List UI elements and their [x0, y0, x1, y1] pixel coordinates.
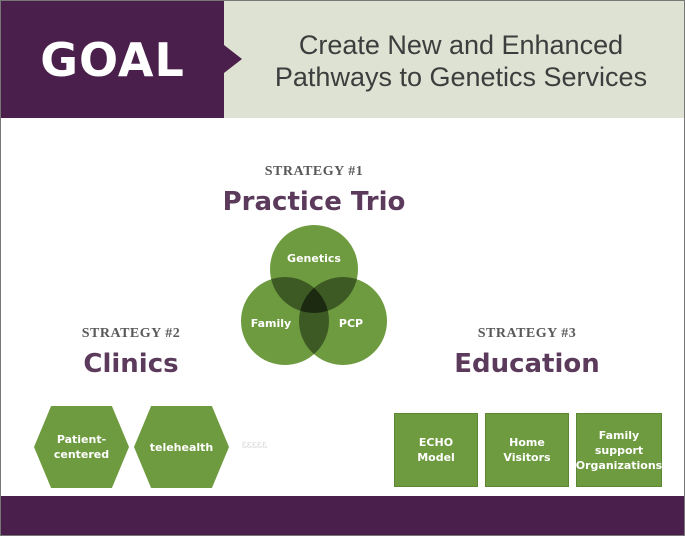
goal-statement-line1: Create New and Enhanced	[298, 30, 624, 60]
goal-box: GOAL	[1, 1, 224, 118]
strategy3-label: STRATEGY #3	[477, 326, 577, 341]
box-line: Organizations	[575, 458, 663, 472]
box-line: ECHO	[418, 436, 454, 449]
box-line: Model	[417, 451, 455, 464]
goal-label: GOAL	[40, 32, 185, 87]
box-line: support	[594, 443, 644, 457]
goal-statement: Create New and Enhanced Pathways to Gene…	[241, 29, 681, 93]
faded-text: ᏋᏋᏋᏋᏋ	[242, 441, 268, 450]
venn-label-genetics: Genetics	[287, 252, 341, 265]
box-family-support: Family support Organizations	[576, 413, 662, 487]
box-home-visitors: Home Visitors	[485, 413, 569, 487]
strategy3-title: Education	[454, 349, 600, 379]
hexagon-patient-centered: Patient- centered	[34, 406, 129, 488]
hexagon-line: Patient-	[56, 433, 107, 446]
goal-statement-band	[224, 1, 684, 118]
hexagon-line: centered	[53, 448, 110, 461]
box-line: Family	[598, 428, 640, 442]
venn-center	[299, 277, 329, 313]
goal-statement-line2: Pathways to Genetics Services	[274, 62, 648, 92]
strategy1-label: STRATEGY #1	[264, 164, 364, 179]
box-echo-model: ECHO Model	[394, 413, 478, 487]
box-line: Home	[509, 436, 545, 449]
strategy2-title: Clinics	[83, 349, 179, 379]
venn-label-pcp: PCP	[339, 317, 363, 330]
box-line: Visitors	[503, 451, 551, 464]
footer-band	[1, 496, 684, 535]
venn-diagram: Genetics Family PCP	[241, 225, 387, 365]
hexagon-line: telehealth	[149, 440, 214, 454]
goal-arrow-icon	[224, 45, 242, 73]
strategy1-title: Practice Trio	[222, 187, 406, 217]
strategy2-label: STRATEGY #2	[81, 326, 181, 341]
venn-label-family: Family	[251, 317, 291, 330]
hexagon-telehealth: telehealth	[134, 406, 229, 488]
